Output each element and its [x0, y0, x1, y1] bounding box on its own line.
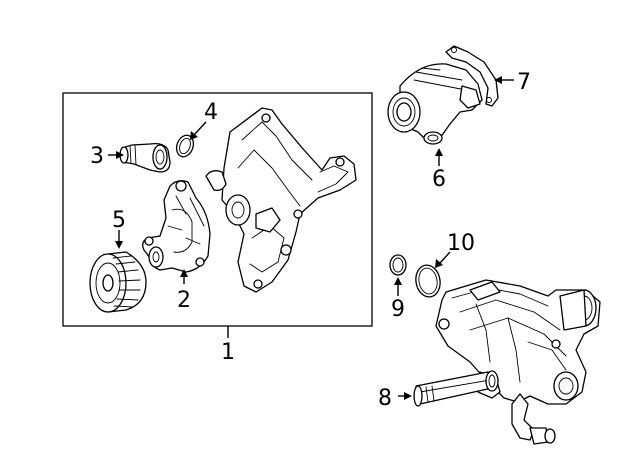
bracket-part-7	[445, 45, 499, 107]
aux-pump-part-6	[387, 63, 483, 145]
callout-10: 10	[447, 231, 475, 256]
pulley-part-5	[89, 251, 147, 313]
callout-6: 6	[432, 167, 446, 192]
fitting-part-3	[119, 142, 171, 173]
callout-5: 5	[112, 208, 126, 233]
callout-9: 9	[391, 297, 405, 322]
seal-part-10	[415, 264, 441, 298]
callout-7: 7	[517, 70, 531, 95]
o-ring-part-4	[175, 134, 195, 158]
hose-part-8	[413, 370, 499, 407]
callout-1: 1	[221, 340, 235, 365]
engine-housing	[205, 107, 357, 293]
water-pump-part-2	[142, 180, 211, 273]
callout-4: 4	[204, 100, 218, 125]
thermostat-housing	[435, 279, 601, 445]
seal-part-9	[389, 254, 407, 276]
assembly-frame	[62, 92, 373, 327]
callout-8: 8	[378, 386, 392, 411]
callout-leaders	[108, 76, 514, 400]
callout-2: 2	[177, 288, 191, 313]
callout-3: 3	[90, 144, 104, 169]
